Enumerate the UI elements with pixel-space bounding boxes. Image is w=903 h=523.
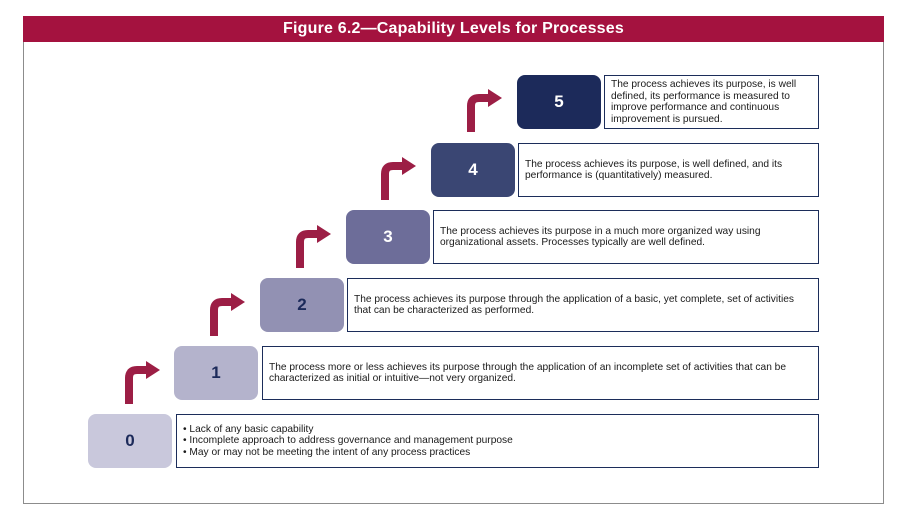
level-0-box: 0 [88,414,172,468]
level-4-text: The process achieves its purpose, is wel… [525,158,783,182]
figure-title: Figure 6.2—Capability Levels for Process… [23,16,884,42]
level-3-number: 3 [383,227,393,246]
step-up-arrow-icon [210,293,245,336]
step-up-arrow-icon [381,157,416,200]
step-up-arrow-icon [467,89,502,132]
level-3-text: The process achieves its purpose in a mu… [440,225,761,249]
level-2-box: 2 [260,278,344,332]
level-1-box: 1 [174,346,258,400]
step-up-arrow-icon [296,225,331,268]
level-2-description: The process achieves its purpose through… [347,278,819,332]
step-up-arrow-icon [125,361,160,404]
level-2-number: 2 [297,295,307,314]
level-4-description: The process achieves its purpose, is wel… [518,143,819,197]
level-5-description: The process achieves its purpose, is wel… [604,75,819,129]
level-0-bullet: Incomplete approach to address governanc… [183,435,512,447]
level-0-bullet: Lack of any basic capability [183,424,513,436]
level-5-text: The process achieves its purpose, is wel… [611,79,797,125]
level-4-box: 4 [431,143,515,197]
level-0-description: Lack of any basic capability Incomplete … [176,414,819,468]
level-0-bullet-list: Lack of any basic capability Incomplete … [183,424,513,459]
level-0-number: 0 [125,431,135,450]
level-1-number: 1 [211,363,221,382]
level-5-number: 5 [554,92,564,111]
level-3-description: The process achieves its purpose in a mu… [433,210,819,264]
level-5-box: 5 [517,75,601,129]
level-1-description: The process more or less achieves its pu… [262,346,819,400]
level-1-text: The process more or less achieves its pu… [269,361,787,385]
level-4-number: 4 [468,160,478,179]
level-2-text: The process achieves its purpose through… [354,293,794,317]
level-3-box: 3 [346,210,430,264]
level-0-bullet: May or may not be meeting the intent of … [183,447,513,459]
